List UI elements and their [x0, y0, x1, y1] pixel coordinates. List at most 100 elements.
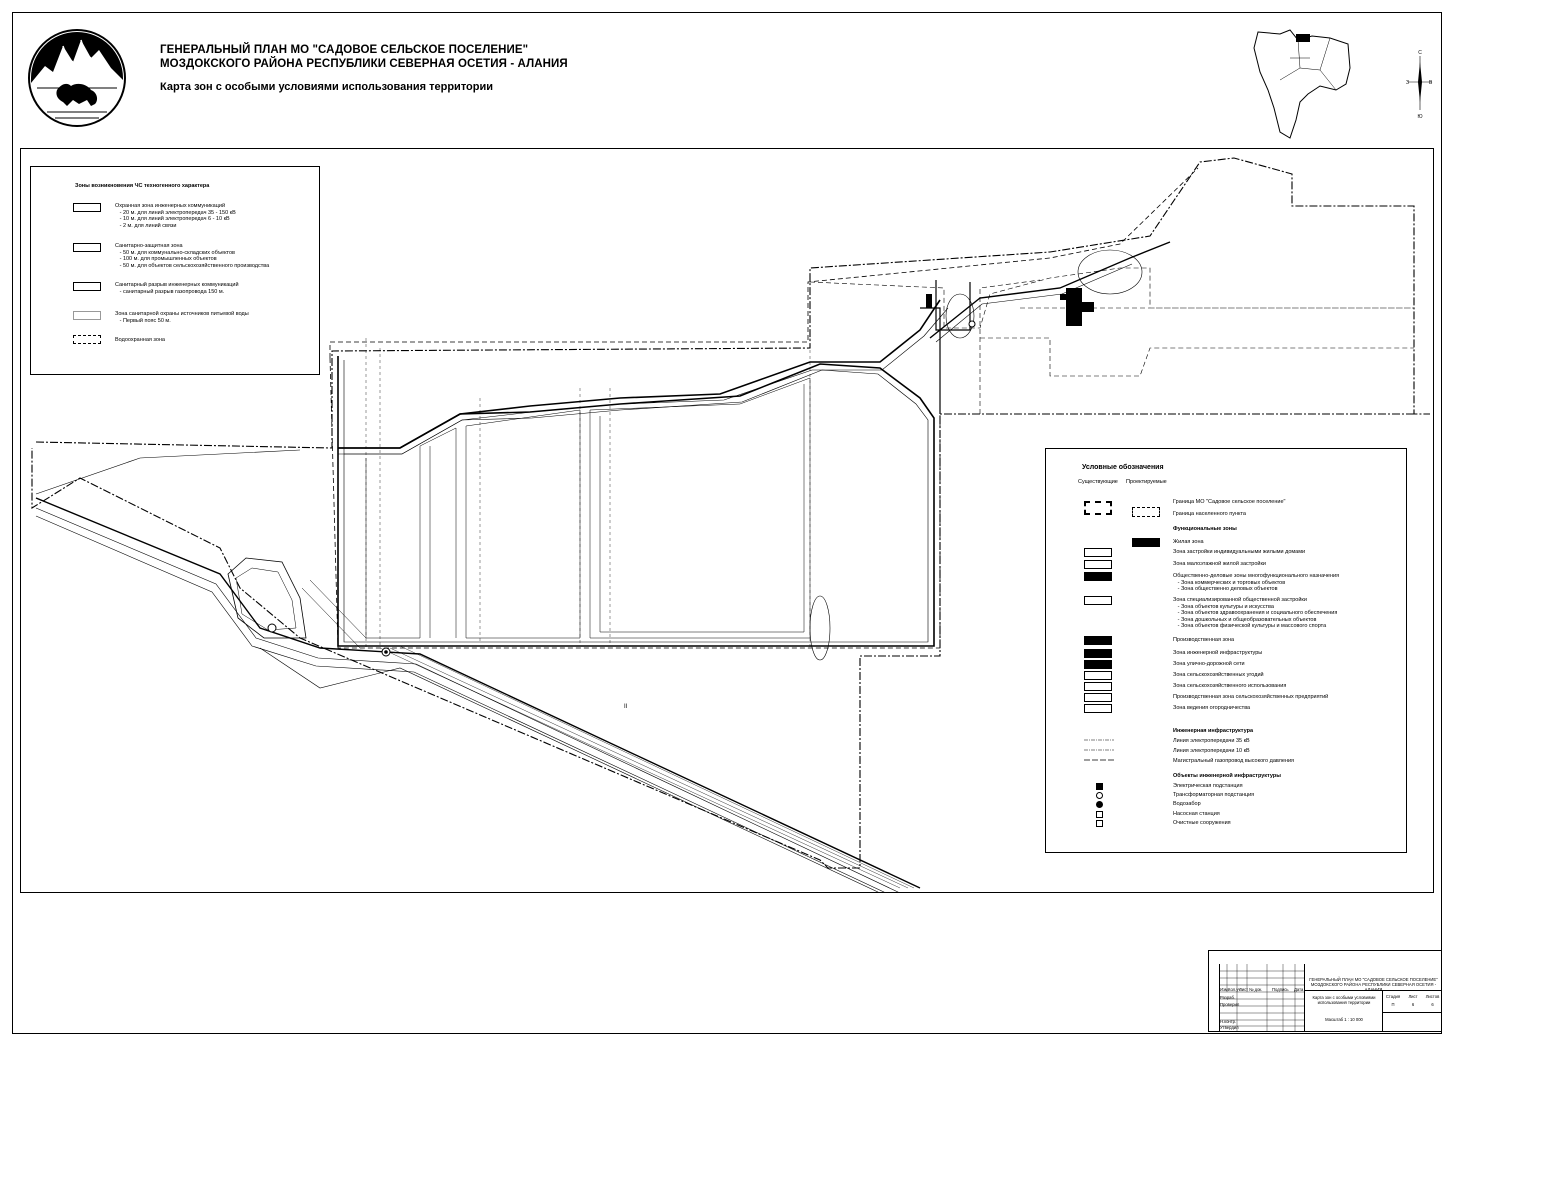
legend-object-item: Электрическая подстанция: [1173, 783, 1243, 789]
legend-infra-item: Магистральный газопровод высокого давлен…: [1173, 758, 1295, 764]
title-line-2: МОЗДОКСКОГО РАЙОНА РЕСПУБЛИКИ СЕВЕРНАЯ О…: [160, 58, 568, 70]
legend-functional-item: Зона инженерной инфраструктуры: [1173, 650, 1263, 656]
legend-swatch: [1084, 660, 1112, 669]
legend-col-planned: Проектируемые: [1126, 479, 1167, 485]
legend-swatch: [1084, 693, 1112, 702]
transformer-icon: [1096, 792, 1103, 799]
residential-zone-block: [1076, 302, 1094, 312]
legend-functional-item: Производственная зона: [1173, 637, 1235, 643]
pump-station-icon: [1096, 811, 1103, 818]
stamp-row: Проверил: [1220, 1002, 1240, 1007]
stamp-col-sheets: Листов: [1425, 994, 1440, 999]
legend-swatch: [1084, 572, 1112, 581]
legend-boundary-settlement: Граница населенного пункта: [1173, 511, 1246, 517]
compass-s: Ю: [1417, 114, 1422, 120]
production-zone-block: [926, 294, 932, 308]
legend-objects-title: Объекты инженерной инфраструктуры: [1173, 773, 1281, 779]
title-line-1: ГЕНЕРАЛЬНЫЙ ПЛАН МО "САДОВОЕ СЕЛЬСКОЕ ПО…: [160, 44, 529, 56]
mo-boundary: [31, 157, 1430, 869]
legend-object-item: Насосная станция: [1173, 811, 1220, 817]
legend-object-item: Очистные сооружения: [1173, 820, 1231, 826]
treatment-plant-icon: [1096, 820, 1103, 827]
stamp-title: ГЕНЕРАЛЬНЫЙ ПЛАН МО "САДОВОЕ СЕЛЬСКОЕ ПО…: [1309, 977, 1438, 992]
legend-emergency-title: Зоны возникновения ЧС техногенного харак…: [75, 183, 210, 189]
legend-col-existing: Существующие: [1078, 479, 1118, 485]
stamp-scale: Масштаб 1 : 10 000: [1325, 1017, 1363, 1022]
legend-main-title: Условные обозначения: [1082, 464, 1164, 471]
stamp-header-cell: Лист: [1239, 987, 1249, 992]
legend-infra-item: Линия электропередачи 35 кВ: [1173, 738, 1250, 744]
water-intake-icon: [968, 320, 976, 328]
water-intake-icon: [1096, 801, 1103, 808]
legend-infra-item: Линия электропередачи 10 кВ: [1173, 748, 1250, 754]
compass-e: В: [1429, 80, 1433, 86]
legend-swatch: [1084, 596, 1112, 605]
map-title: ГЕНЕРАЛЬНЫЙ ПЛАН МО "САДОВОЕ СЕЛЬСКОЕ ПО…: [160, 43, 568, 71]
stamp-col-sheet: Лист: [1408, 994, 1418, 999]
legend-functional-item: Зона улично-дорожной сети: [1173, 661, 1245, 667]
stamp-stage: П: [1391, 1002, 1395, 1007]
stamp-row: Утвердил: [1220, 1025, 1239, 1030]
legend-swatch: [1084, 704, 1112, 713]
legend-swatch: [73, 203, 101, 212]
stamp-grid: [1219, 964, 1305, 1032]
legend-swatch: [1132, 507, 1160, 517]
legend-functional-title: Функциональные зоны: [1173, 526, 1237, 532]
legend-functional-item: Производственная зона сельскохозяйственн…: [1173, 694, 1329, 700]
map-canvas: II: [31, 157, 1430, 893]
legend-zone-item: Санитарный разрыв инженерных коммуникаци…: [115, 282, 239, 295]
legend-swatch: [1084, 671, 1112, 680]
legend-main: Условные обозначения Существующие Проект…: [1045, 448, 1407, 853]
legend-functional-item: Зона ведения огородничества: [1173, 705, 1251, 711]
legend-functional-item: Зона застройки индивидуальными жилыми до…: [1173, 549, 1306, 555]
settlement-boundary: [329, 167, 1199, 649]
stamp-header-cell: Подпись: [1272, 987, 1289, 992]
legend-swatch: [1084, 649, 1112, 658]
legend-swatch: [1084, 682, 1112, 691]
legend-swatch: [1084, 548, 1112, 557]
legend-swatch: [73, 282, 101, 291]
legend-object-item: Водозабор: [1173, 801, 1201, 807]
legend-zone-item: Охранная зона инженерных коммуникаций - …: [115, 203, 236, 229]
legend-zone-item: Зона санитарной охраны источников питьев…: [115, 311, 249, 324]
map-label-ii: II: [624, 704, 628, 710]
title-block-stamp: ГЕНЕРАЛЬНЫЙ ПЛАН МО "САДОВОЕ СЕЛЬСКОЕ ПО…: [1208, 950, 1442, 1032]
substation-icon: [1096, 783, 1103, 790]
compass-n: С: [1418, 50, 1422, 56]
coat-of-arms-logo: [28, 29, 126, 127]
legend-zone-item: Санитарно-защитная зона - 50 м. для комм…: [115, 243, 270, 269]
legend-boundary-mo: Граница МО "Садовое сельское поселение": [1173, 499, 1286, 505]
compass-w: З: [1406, 80, 1409, 86]
stamp-header-cell: Изм.: [1220, 987, 1229, 992]
north-arrow-icon: С Ю З В: [1406, 50, 1433, 120]
residential-zone-block: [1066, 288, 1082, 326]
stamp-header-cell: Кол.уч.: [1228, 987, 1242, 992]
stamp-sheet-name: Карта зон с особыми условиями использова…: [1312, 995, 1376, 1005]
residential-zone-block: [1060, 294, 1068, 300]
legend-infra-title: Инженерная инфраструктура: [1173, 728, 1254, 734]
stamp-sheets: 6: [1431, 1002, 1434, 1007]
legend-swatch: [73, 335, 101, 344]
legend-infra-lines: [1084, 739, 1114, 761]
stamp-header-cell: Дата: [1294, 987, 1304, 992]
legend-object-item: Трансформаторная подстанция: [1173, 792, 1255, 798]
legend-swatch: [1084, 636, 1112, 645]
legend-swatch: [1084, 560, 1112, 569]
legend-functional-item: Зона специализированной общественной зас…: [1173, 597, 1338, 629]
stamp-row: Разраб.: [1220, 995, 1236, 1000]
legend-functional-item: Зона малоэтажной жилой застройки: [1173, 561, 1266, 567]
legend-swatch: [1084, 501, 1112, 515]
map-frame: [20, 148, 1434, 893]
legend-functional-item: Зона сельскохозяйственного использования: [1173, 683, 1287, 689]
stamp-col-stage: Стадия: [1385, 994, 1401, 999]
stamp-row: Н.контр.: [1220, 1019, 1237, 1024]
legend-emergency-zones: Зоны возникновения ЧС техногенного харак…: [30, 166, 320, 375]
drawing-sheet-border: [12, 12, 1442, 1034]
stamp-header-cell: № док.: [1249, 987, 1263, 992]
overview-minimap: [1253, 29, 1351, 139]
stamp-sheet: 6: [1411, 1002, 1415, 1007]
legend-swatch: [73, 311, 101, 320]
map-subtitle: Карта зон с особыми условиями использова…: [160, 81, 494, 93]
legend-swatch: [73, 243, 101, 252]
legend-functional-item: Жилая зона: [1173, 539, 1204, 545]
